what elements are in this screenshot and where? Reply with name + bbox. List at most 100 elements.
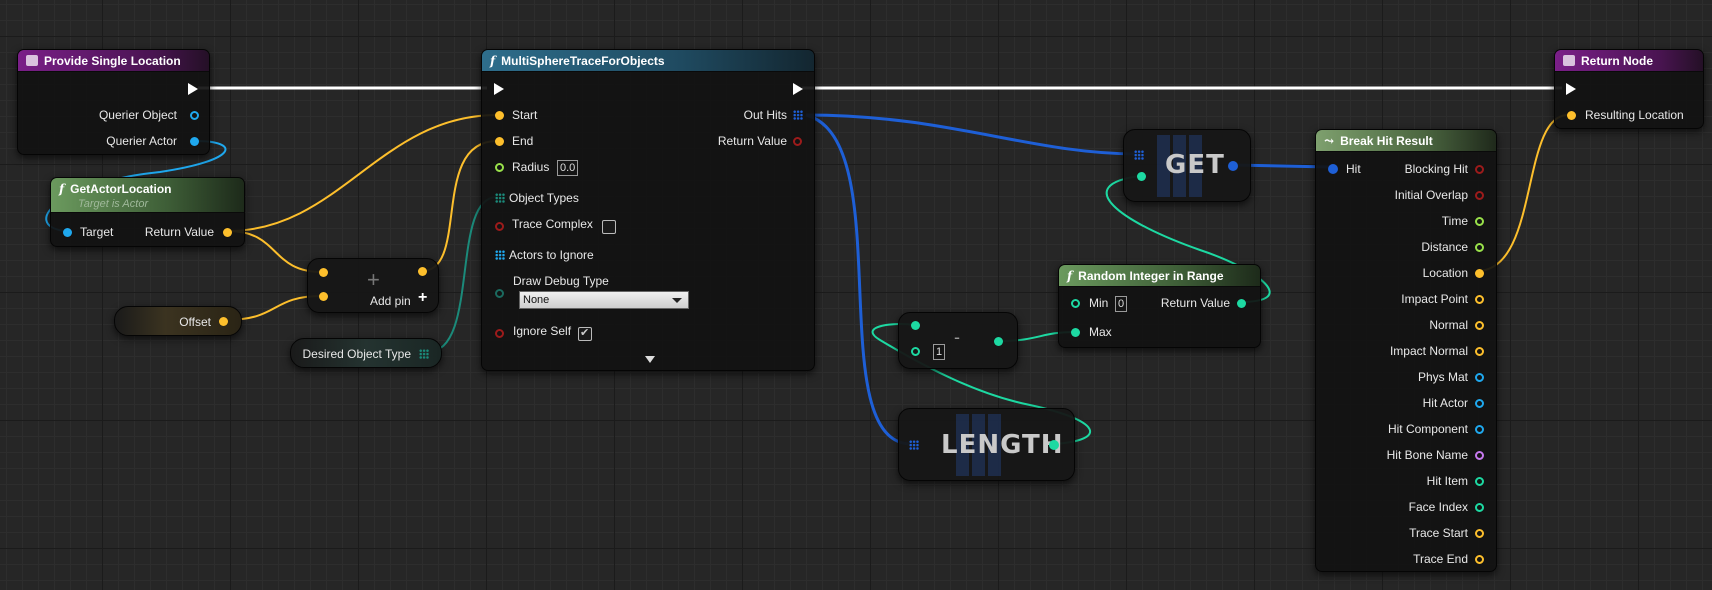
break-output-label: Hit Bone Name — [1386, 448, 1468, 462]
node-header[interactable]: ⤳Break Hit Result — [1316, 130, 1496, 152]
exec-in-pin[interactable] — [494, 83, 504, 95]
trace-complex-label: Trace Complex — [512, 217, 593, 231]
draw-debug-type-label: Draw Debug Type — [513, 274, 609, 288]
exec-in-pin[interactable] — [1566, 83, 1576, 95]
trace-complex-checkbox[interactable] — [602, 220, 616, 234]
end-pin[interactable] — [495, 137, 504, 146]
get-array-pin[interactable] — [1134, 150, 1144, 160]
subtract-output-pin[interactable] — [994, 337, 1003, 346]
break-output-label: Initial Overlap — [1394, 188, 1468, 202]
array-pin-icon[interactable] — [419, 349, 429, 359]
break-output-pin[interactable] — [1475, 477, 1484, 486]
trace-complex-pin[interactable] — [495, 222, 504, 231]
querier-object-label: Querier Object — [98, 108, 177, 122]
add-pin-icon[interactable]: + — [418, 289, 428, 306]
break-output-pin[interactable] — [1475, 529, 1484, 538]
querier-actor-label: Querier Actor — [106, 134, 177, 148]
array-get-node[interactable]: GET — [1123, 129, 1251, 202]
ignore-self-checkbox[interactable] — [578, 326, 592, 341]
max-pin[interactable] — [1071, 328, 1080, 337]
break-output-label: Time — [1441, 214, 1468, 228]
get-index-pin[interactable] — [1137, 172, 1146, 181]
subtract-a-pin[interactable] — [911, 321, 920, 330]
hit-input-label: Hit — [1346, 162, 1361, 176]
draw-debug-type-pin[interactable] — [495, 289, 504, 298]
break-output-label: Normal — [1429, 318, 1468, 332]
resulting-location-pin[interactable] — [1567, 111, 1576, 120]
subtract-b-input[interactable]: 1 — [933, 344, 946, 360]
exec-out-pin[interactable] — [793, 83, 803, 95]
return-value-pin[interactable] — [1237, 299, 1246, 308]
radius-label: Radius — [512, 160, 550, 174]
querier-object-pin[interactable] — [190, 111, 199, 120]
node-header[interactable]: Provide Single Location — [18, 50, 209, 72]
break-output-pin[interactable] — [1475, 451, 1484, 460]
break-output-pin[interactable] — [1475, 191, 1484, 200]
return-value-label: Return Value — [1160, 296, 1230, 310]
break-output-pin[interactable] — [1475, 321, 1484, 330]
draw-debug-type-dropdown[interactable]: None — [519, 291, 689, 309]
add-vector-node[interactable]: + Add pin + — [307, 258, 439, 313]
max-label: Max — [1089, 325, 1112, 339]
out-hits-pin[interactable] — [793, 110, 803, 120]
resulting-location-label: Resulting Location — [1585, 108, 1684, 122]
return-value-pin[interactable] — [793, 137, 802, 146]
object-types-pin[interactable] — [495, 193, 505, 203]
actors-to-ignore-pin[interactable] — [495, 250, 505, 260]
length-output-pin[interactable] — [1049, 440, 1059, 450]
break-output-pin[interactable] — [1475, 503, 1484, 512]
add-input-b-pin[interactable] — [319, 292, 328, 301]
break-output-pin[interactable] — [1475, 347, 1484, 356]
break-output-pin[interactable] — [1475, 399, 1484, 408]
exec-out-pin[interactable] — [188, 83, 198, 95]
break-output-label: Face Index — [1408, 500, 1468, 514]
offset-pin[interactable] — [219, 317, 228, 326]
return-node[interactable]: Return Node Resulting Location — [1554, 49, 1704, 129]
break-output-pin[interactable] — [1475, 555, 1484, 564]
get-output-pin[interactable] — [1228, 161, 1238, 171]
min-pin[interactable] — [1071, 299, 1080, 308]
break-output-pin[interactable] — [1475, 373, 1484, 382]
add-pin-button[interactable]: Add pin — [370, 294, 411, 308]
array-length-node[interactable]: LENGTH — [898, 408, 1075, 481]
wire-hits-get — [805, 113, 1139, 156]
break-output-pin[interactable] — [1475, 243, 1484, 252]
length-array-pin[interactable] — [909, 440, 919, 450]
return-value-pin[interactable] — [223, 228, 232, 237]
advanced-expand-arrow[interactable] — [645, 356, 655, 363]
subtract-symbol: - — [954, 327, 960, 347]
target-pin[interactable] — [63, 228, 72, 237]
min-label: Min — [1089, 296, 1109, 310]
ignore-self-pin[interactable] — [495, 329, 504, 338]
subtract-int-node[interactable]: 1 - — [898, 312, 1018, 369]
ignore-self-label: Ignore Self — [513, 324, 572, 338]
radius-pin[interactable] — [495, 163, 504, 172]
break-output-label: Trace Start — [1409, 526, 1468, 540]
break-output-pin[interactable] — [1475, 165, 1484, 174]
provide-single-location-node[interactable]: Provide Single Location Querier Object Q… — [17, 49, 210, 155]
node-title: Random Integer in Range — [1078, 268, 1224, 283]
break-output-pin[interactable] — [1475, 295, 1484, 304]
hit-input-pin[interactable] — [1328, 164, 1338, 174]
subtract-b-pin[interactable] — [911, 347, 920, 356]
add-input-a-pin[interactable] — [319, 268, 328, 277]
offset-variable-node[interactable]: Offset — [114, 306, 242, 336]
break-output-pin[interactable] — [1475, 425, 1484, 434]
desired-object-type-node[interactable]: Desired Object Type — [290, 338, 442, 368]
break-output-pin[interactable] — [1475, 217, 1484, 226]
node-header[interactable]: Return Node — [1555, 50, 1703, 72]
querier-actor-pin[interactable] — [190, 137, 199, 146]
start-pin[interactable] — [495, 111, 504, 120]
get-label: GET — [1165, 150, 1225, 180]
break-output-pin[interactable] — [1475, 269, 1484, 278]
radius-input[interactable]: 0.0 — [557, 160, 579, 176]
break-output-label: Hit Item — [1426, 474, 1468, 488]
add-output-pin[interactable] — [418, 267, 427, 276]
min-input[interactable]: 0 — [1115, 296, 1128, 312]
